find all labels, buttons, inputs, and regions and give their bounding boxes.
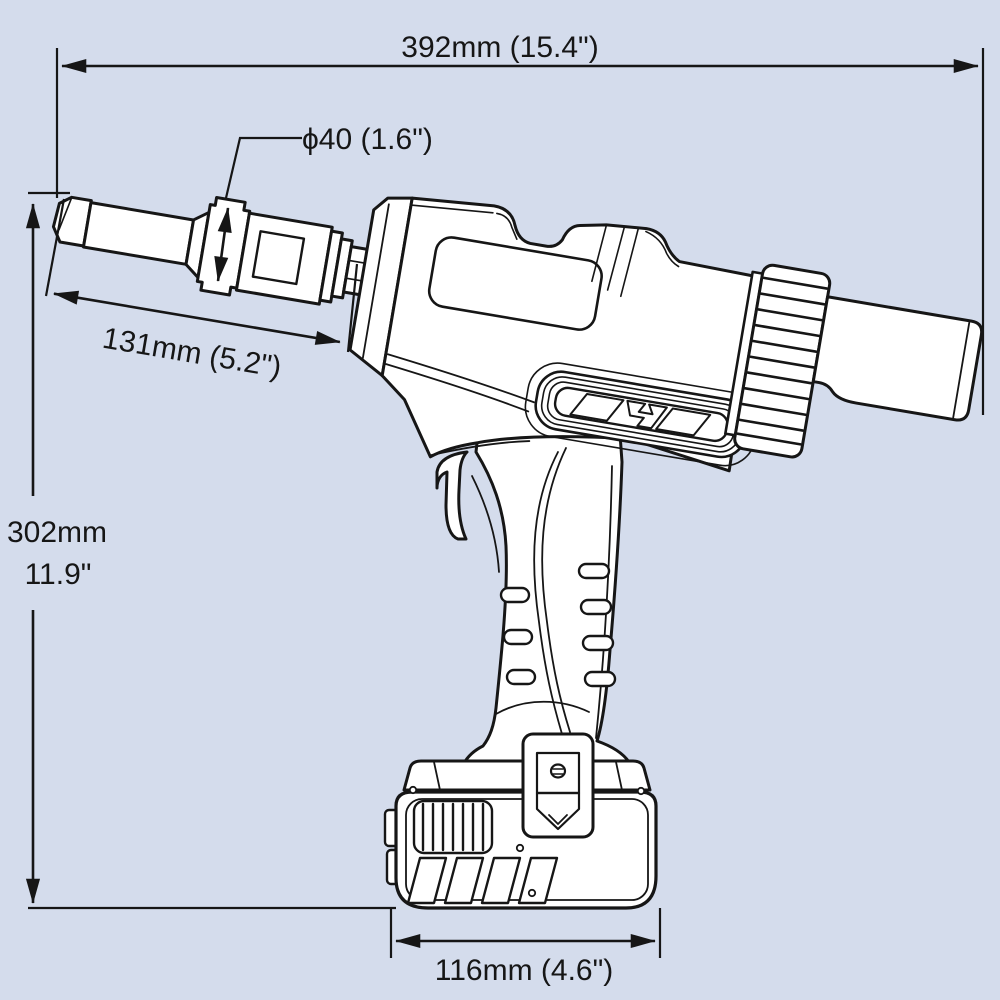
housing-top-seams xyxy=(410,204,680,298)
dim-line-131 xyxy=(53,290,341,345)
logo-plaque xyxy=(524,362,764,467)
latch-shield xyxy=(535,791,581,831)
grip-texture-pills xyxy=(499,562,617,688)
battery-pack xyxy=(383,785,658,910)
battery-shoulder-bevels xyxy=(433,761,623,791)
grip-seam-lines xyxy=(471,447,613,739)
nose-cylinder-window xyxy=(251,230,306,286)
tool-lower-assembly xyxy=(383,432,658,910)
ext-line-left-131 xyxy=(44,198,66,297)
battery-corner-dots xyxy=(408,785,646,898)
dim-line-phi40 xyxy=(214,207,232,282)
dim-label-nose-diameter: ϕ40 (1.6") xyxy=(302,123,433,156)
nose-barrel xyxy=(81,201,196,266)
dim-label-height-mm: 302mm xyxy=(7,516,107,549)
knurl-ribs xyxy=(736,276,829,446)
dimension-lines xyxy=(25,58,979,949)
housing-boot-seams xyxy=(385,353,535,456)
battery-latch xyxy=(521,732,595,839)
extension-lines xyxy=(28,48,985,958)
nose-cylinder xyxy=(234,211,334,306)
latch-screw xyxy=(549,763,567,779)
rear-cylinder xyxy=(811,295,984,422)
housing-top-panel xyxy=(427,236,603,331)
trigger xyxy=(435,450,469,541)
dim-131-group: 131mm (5.2") xyxy=(53,290,341,385)
battery-hatch-bars xyxy=(406,856,559,905)
ext-line-right-131 xyxy=(346,263,359,353)
tool-upper-assembly xyxy=(51,195,984,473)
leader-line-phi40 xyxy=(224,136,302,199)
dim-label-height-in: 11.9" xyxy=(25,558,92,591)
dim-label-battery-width: 116mm (4.6") xyxy=(435,954,613,987)
rear-cylinder-end-seam xyxy=(952,321,971,419)
logo-w-glyph xyxy=(569,393,712,437)
dim-label-overall-length: 392mm (15.4") xyxy=(401,31,598,64)
battery-vent-stripes xyxy=(421,802,485,852)
dim-label-nose-length: 131mm (5.2") xyxy=(100,322,284,385)
